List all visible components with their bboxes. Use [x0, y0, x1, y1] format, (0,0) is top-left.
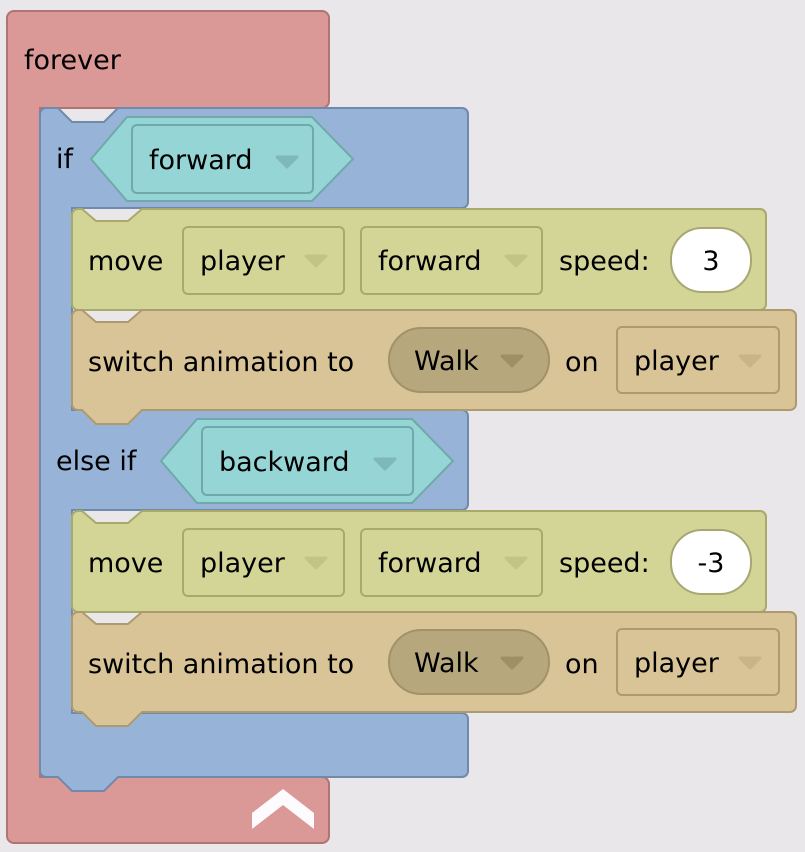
if-condition-value: forward: [149, 145, 253, 176]
animation-target-dropdown[interactable]: player: [616, 628, 780, 696]
else-if-condition-dropdown[interactable]: backward: [201, 426, 414, 496]
else-if-label: else if: [56, 446, 137, 477]
on-label: on: [565, 649, 599, 680]
forever-label: forever: [24, 45, 121, 76]
speed-value: -3: [697, 548, 725, 579]
speed-label: speed:: [559, 548, 650, 579]
speed-value: 3: [702, 246, 720, 277]
speed-input[interactable]: -3: [670, 529, 752, 595]
move-target-value: player: [200, 548, 285, 579]
move-target-dropdown[interactable]: player: [182, 528, 345, 597]
move-direction-dropdown[interactable]: forward: [360, 226, 543, 295]
move-block-2[interactable]: move player forward speed: -3: [70, 510, 770, 615]
if-label: if: [56, 144, 74, 175]
switch-animation-block-2[interactable]: switch animation to Walk on player: [70, 611, 800, 731]
if-condition-dropdown[interactable]: forward: [131, 124, 314, 194]
move-label: move: [88, 548, 164, 579]
move-direction-value: forward: [378, 548, 482, 579]
move-direction-value: forward: [378, 246, 482, 277]
on-label: on: [565, 347, 599, 378]
move-target-value: player: [200, 246, 285, 277]
animation-name-value: Walk: [414, 346, 479, 377]
move-label: move: [88, 246, 164, 277]
move-target-dropdown[interactable]: player: [182, 226, 345, 295]
animation-target-value: player: [634, 648, 719, 679]
speed-input[interactable]: 3: [670, 227, 752, 293]
switch-animation-block-1[interactable]: switch animation to Walk on player: [70, 309, 800, 429]
switch-animation-label: switch animation to: [88, 347, 355, 378]
move-direction-dropdown[interactable]: forward: [360, 528, 543, 597]
switch-animation-label: switch animation to: [88, 649, 355, 680]
chevron-up-icon[interactable]: [252, 789, 314, 831]
animation-target-dropdown[interactable]: player: [616, 326, 780, 394]
animation-name-dropdown[interactable]: Walk: [388, 629, 550, 695]
else-if-condition-value: backward: [219, 447, 350, 478]
animation-name-dropdown[interactable]: Walk: [388, 327, 550, 393]
if-condition-block[interactable]: forward: [89, 116, 355, 202]
speed-label: speed:: [559, 246, 650, 277]
animation-name-value: Walk: [414, 648, 479, 679]
else-if-condition-block[interactable]: backward: [159, 418, 455, 504]
move-block-1[interactable]: move player forward speed: 3: [70, 208, 770, 313]
animation-target-value: player: [634, 346, 719, 377]
